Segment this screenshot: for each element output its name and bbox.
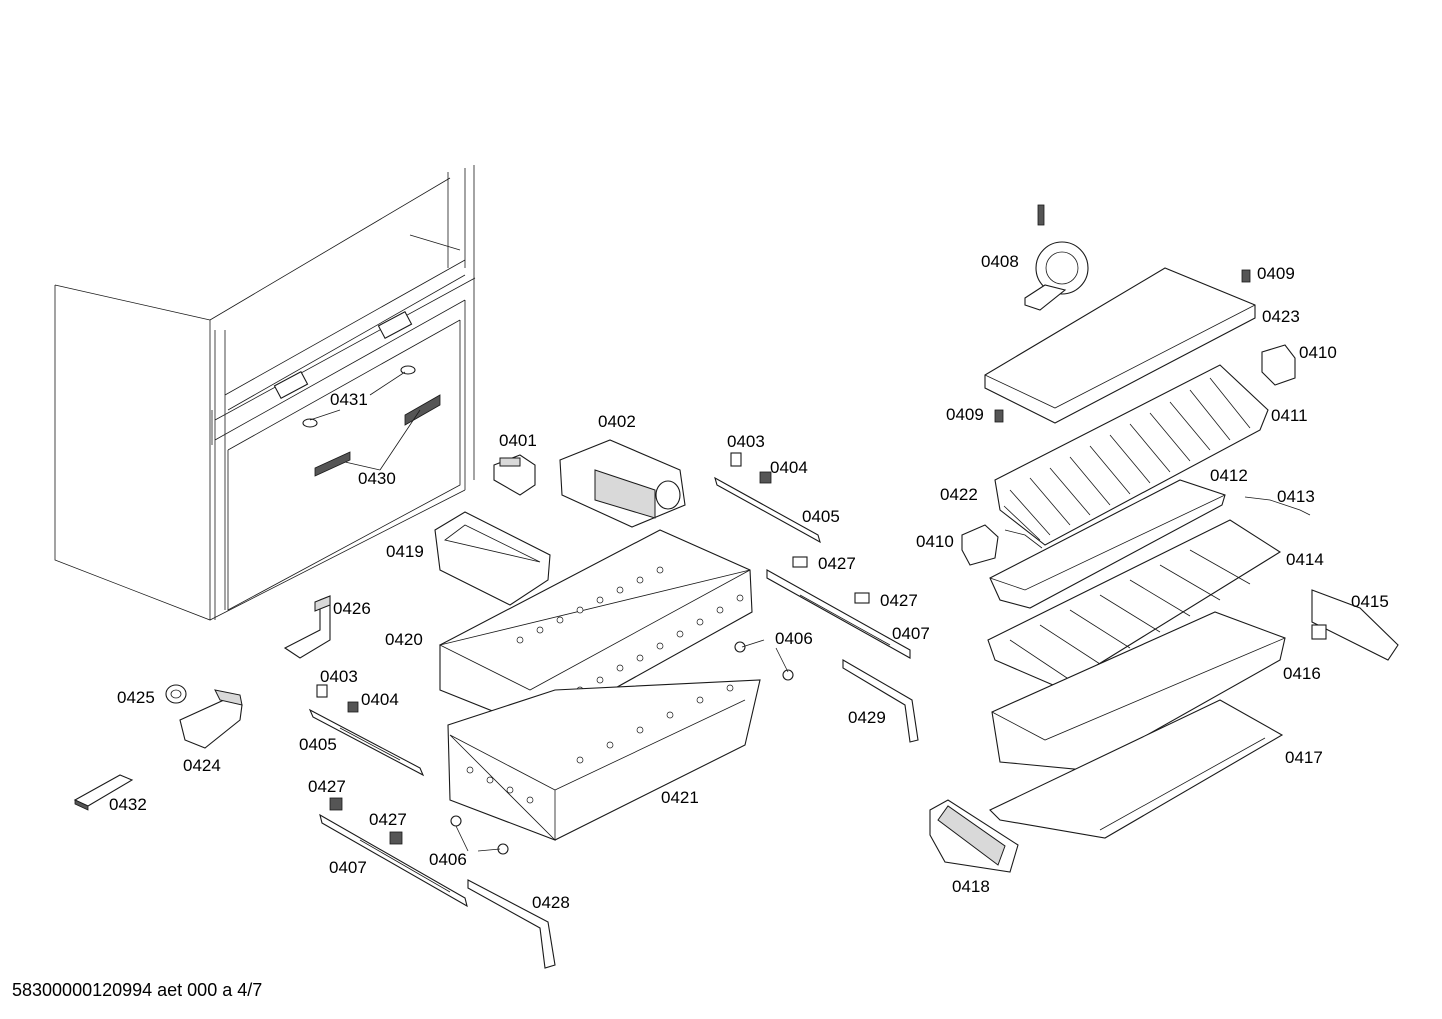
label-0430: 0430	[358, 469, 396, 488]
part-0429-drawing	[842, 659, 919, 743]
part-0402-drawing	[559, 439, 686, 528]
part-0427-upper-drawing	[792, 556, 870, 604]
part-0428-drawing	[467, 879, 556, 969]
part-0406-lower-drawing	[450, 815, 509, 855]
label-0409-lower: 0409	[946, 405, 984, 424]
label-0412: 0412	[1210, 466, 1248, 485]
part-0407-lower-drawing	[319, 813, 468, 908]
label-0418: 0418	[952, 877, 990, 896]
label-0413: 0413	[1277, 487, 1315, 506]
label-0409-upper: 0409	[1257, 264, 1295, 283]
part-labels: 0401 0402 0403 0404 0405 0427 0427 0407 …	[109, 252, 1389, 912]
part-0423-drawing	[984, 267, 1256, 424]
label-0424: 0424	[183, 756, 221, 775]
label-0416: 0416	[1283, 664, 1321, 683]
part-0408-drawing	[1024, 204, 1089, 311]
label-0404-upper: 0404	[770, 458, 808, 477]
label-0422: 0422	[940, 485, 978, 504]
part-0414-drawing	[987, 519, 1282, 689]
label-0425: 0425	[117, 688, 155, 707]
part-0405-lower-drawing	[308, 708, 425, 777]
part-0409-lower-drawing	[994, 409, 1004, 423]
label-0404-lower: 0404	[361, 690, 399, 709]
part-0425-drawing	[165, 684, 187, 704]
part-0410-lower-drawing	[961, 524, 999, 566]
part-0405-upper-drawing	[714, 476, 821, 544]
label-0405-upper: 0405	[802, 507, 840, 526]
part-0401-drawing	[493, 454, 536, 496]
part-0412-drawing	[989, 479, 1226, 609]
label-0427-upper-a: 0427	[818, 554, 856, 573]
part-0417-drawing	[989, 699, 1284, 839]
cabinet-drawing	[54, 165, 476, 621]
label-0407-lower: 0407	[329, 858, 367, 877]
label-0410-upper: 0410	[1299, 343, 1337, 362]
part-0418-drawing	[929, 799, 1019, 873]
label-0410-lower: 0410	[916, 532, 954, 551]
part-0407-upper-drawing	[766, 569, 911, 659]
label-0406-upper: 0406	[775, 629, 813, 648]
label-0421: 0421	[661, 788, 699, 807]
part-0413-drawing	[1244, 496, 1311, 516]
part-0421-drawing	[447, 679, 761, 841]
part-0409-upper-drawing	[1241, 269, 1251, 283]
label-0427-lower-a: 0427	[308, 777, 346, 796]
vent-grille-left	[314, 451, 351, 477]
label-0423: 0423	[1262, 307, 1300, 326]
label-0411: 0411	[1271, 406, 1308, 425]
leader-lines	[309, 371, 1041, 852]
label-0419: 0419	[386, 542, 424, 561]
part-0424-drawing	[179, 689, 243, 749]
drawing-reference-footer: 58300000120994 aet 000 a 4/7	[12, 980, 263, 1000]
label-0426: 0426	[333, 599, 371, 618]
label-0420: 0420	[385, 630, 423, 649]
label-0428: 0428	[532, 893, 570, 912]
label-0427-upper-b: 0427	[880, 591, 918, 610]
part-0419-drawing	[434, 511, 551, 606]
part-0404-lower-drawing	[347, 701, 359, 713]
part-0432-drawing	[73, 774, 134, 811]
part-0403-upper-drawing	[730, 452, 742, 467]
label-0415: 0415	[1351, 592, 1389, 611]
part-0403-lower-drawing	[316, 684, 328, 698]
label-0408: 0408	[981, 252, 1019, 271]
label-0402: 0402	[598, 412, 636, 431]
part-0427-lower-drawing	[329, 797, 403, 845]
part-0422-drawing	[1004, 529, 1043, 549]
label-0427-lower-b: 0427	[369, 810, 407, 829]
vent-grille-right	[404, 394, 441, 426]
label-0403-lower: 0403	[320, 667, 358, 686]
part-0410-upper-drawing	[1261, 344, 1296, 386]
part-0411-drawing	[994, 364, 1269, 546]
part-0420-drawing	[438, 529, 753, 731]
label-0405-lower: 0405	[299, 735, 337, 754]
label-0429: 0429	[848, 708, 886, 727]
label-0406-lower: 0406	[429, 850, 467, 869]
label-0417: 0417	[1285, 748, 1323, 767]
part-0404-upper-drawing	[759, 471, 772, 484]
label-0407-upper: 0407	[892, 624, 930, 643]
label-0431: 0431	[330, 390, 368, 409]
part-0426-drawing	[283, 595, 331, 659]
label-0432: 0432	[109, 795, 147, 814]
label-0401: 0401	[499, 431, 537, 450]
label-0403-upper: 0403	[727, 432, 765, 451]
part-0416-drawing	[991, 611, 1286, 771]
part-0415-drawing	[1311, 589, 1399, 661]
part-0406-upper-drawing	[734, 641, 794, 681]
label-0414: 0414	[1286, 550, 1324, 569]
